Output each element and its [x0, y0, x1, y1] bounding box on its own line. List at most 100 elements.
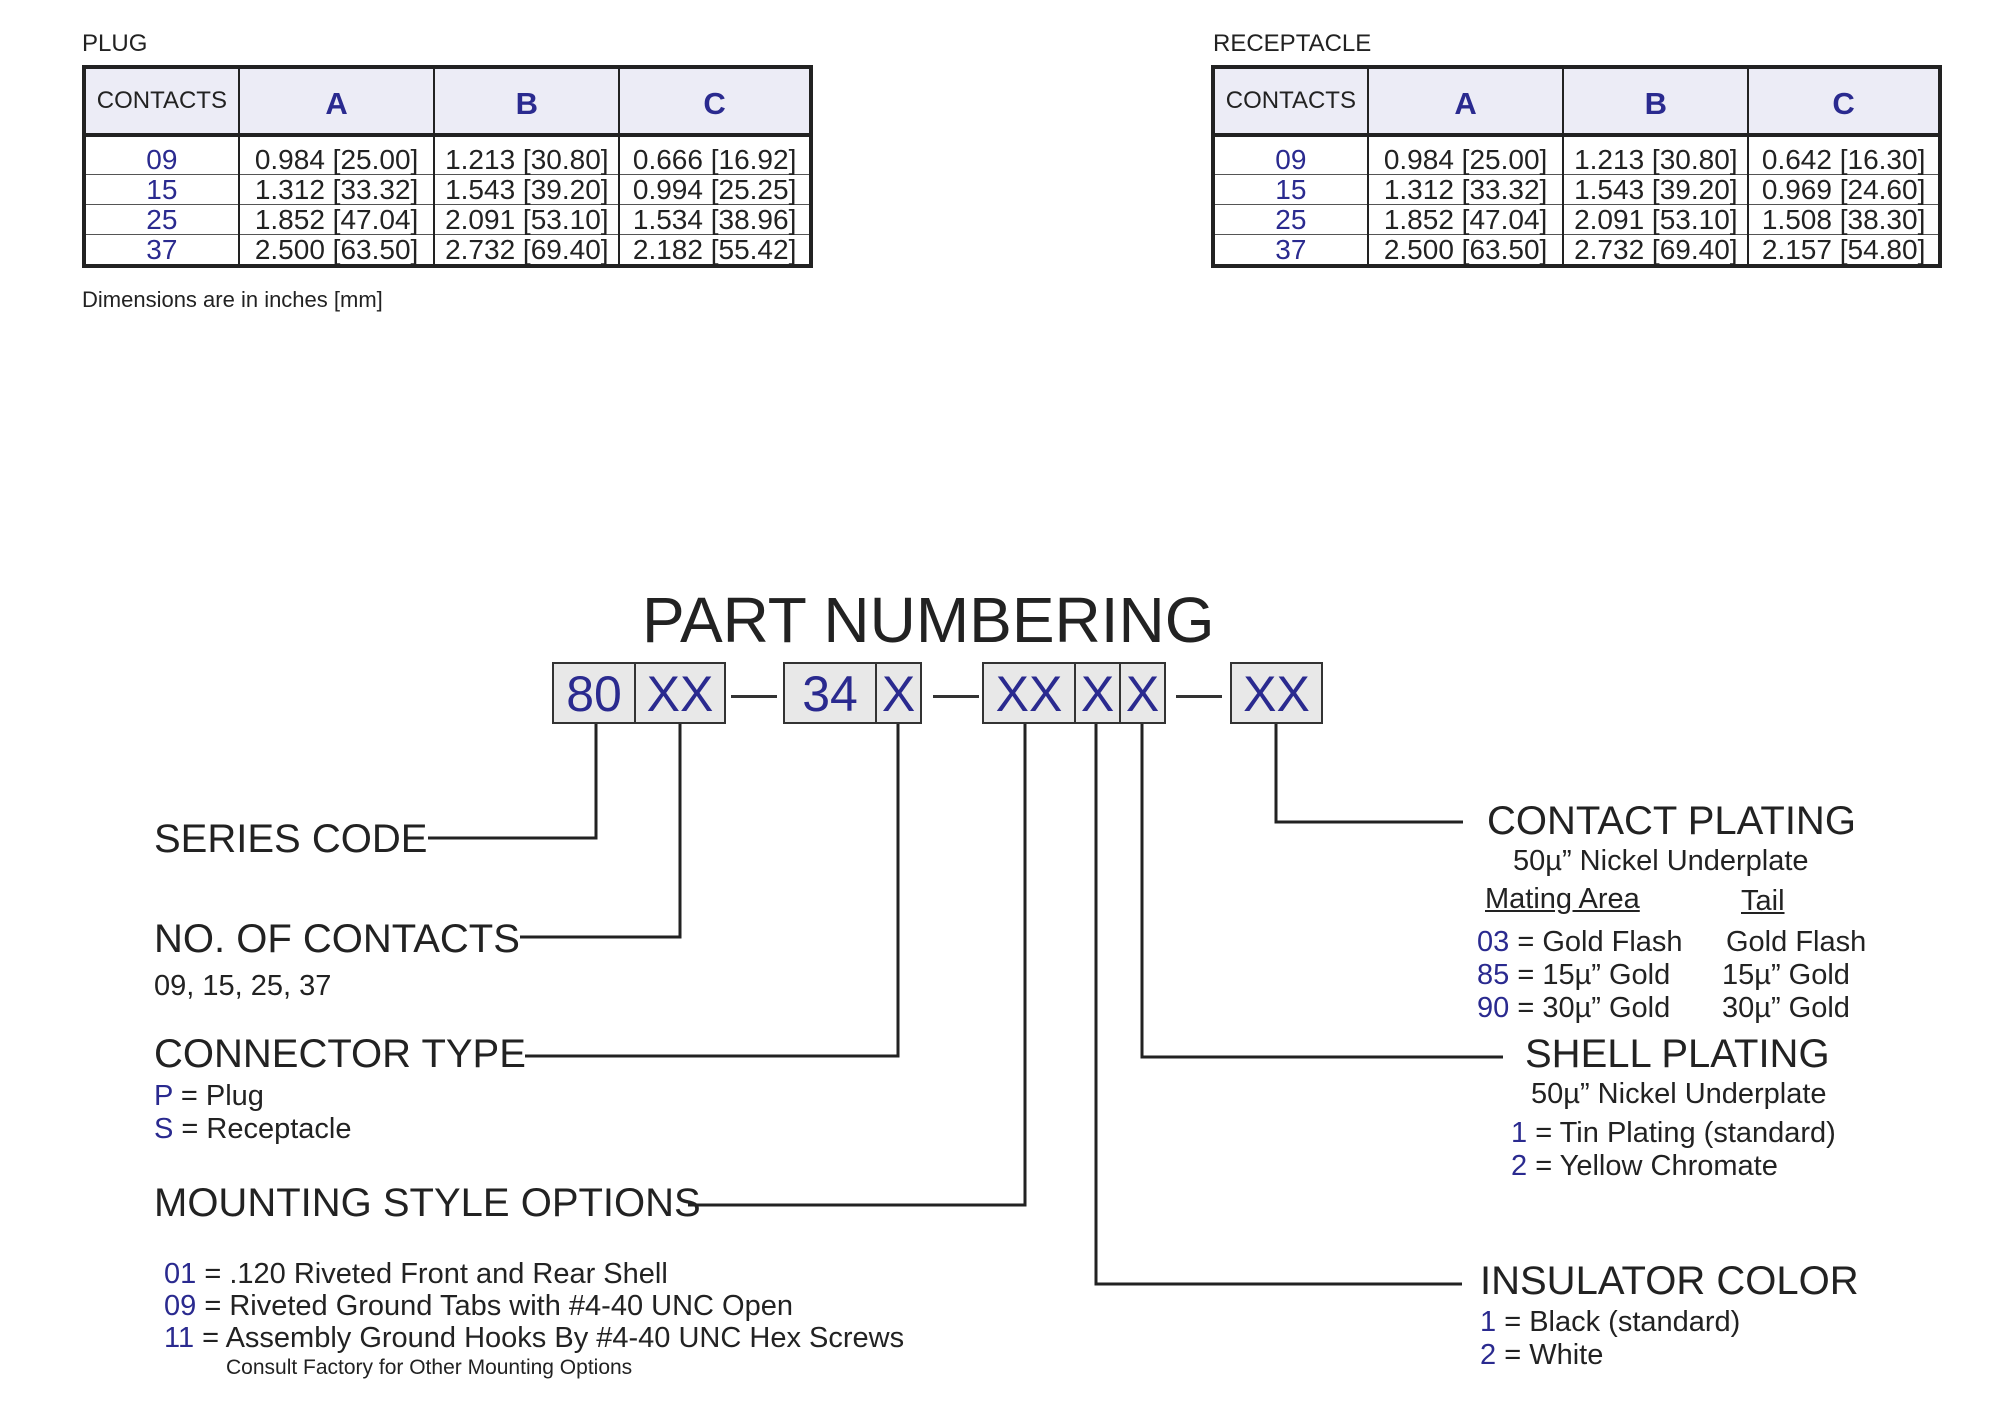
option-mating: = Gold Flash	[1517, 926, 1683, 958]
pn-dash	[731, 695, 777, 698]
leader-insulator-color	[1094, 724, 1462, 1286]
table-row: 09 0.984 [25.00] 1.213 [30.80] 0.666 [16…	[84, 135, 811, 175]
pn-box-contacts: XX	[634, 662, 726, 724]
mounting-style-option: 09 = Riveted Ground Tabs with #4-40 UNC …	[164, 1290, 793, 1323]
cell-a: 0.984 [25.00]	[1366, 135, 1564, 175]
cell-c: 2.182 [55.42]	[618, 234, 811, 266]
option-code: P	[154, 1080, 173, 1112]
table-row: 25 1.852 [47.04] 2.091 [53.10] 1.534 [38…	[84, 204, 811, 235]
shell-plating-option: 1 = Tin Plating (standard)	[1511, 1117, 1836, 1150]
option-code: 85	[1477, 959, 1510, 991]
cell-c: 2.157 [54.80]	[1747, 234, 1940, 266]
no-of-contacts-label: NO. OF CONTACTS	[154, 917, 520, 961]
cell-c: 1.534 [38.96]	[618, 204, 811, 235]
insulator-color-option: 1 = Black (standard)	[1480, 1306, 1740, 1339]
option-text: = Receptacle	[181, 1113, 352, 1145]
cell-c: 1.508 [38.30]	[1747, 204, 1940, 235]
table-row: 15 1.312 [33.32] 1.543 [39.20] 0.994 [25…	[84, 174, 811, 205]
table-row: 37 2.500 [63.50] 2.732 [69.40] 2.182 [55…	[84, 234, 811, 266]
header-c: C	[618, 67, 811, 137]
option-mating: = 30µ” Gold	[1517, 992, 1671, 1024]
pn-box-shell-plating: X	[1119, 662, 1166, 724]
table-row: 25 1.852 [47.04] 2.091 [53.10] 1.508 [38…	[1213, 204, 1940, 235]
table-row: 09 0.984 [25.00] 1.213 [30.80] 0.642 [16…	[1213, 135, 1940, 175]
leader-shell-plating	[1140, 724, 1503, 1059]
cell-contacts: 25	[84, 204, 239, 235]
leader-connector-type	[525, 724, 900, 1058]
cell-a: 1.312 [33.32]	[237, 174, 435, 205]
series-code-label: SERIES CODE	[154, 817, 428, 861]
cell-c: 0.642 [16.30]	[1747, 135, 1940, 175]
connector-type-label: CONNECTOR TYPE	[154, 1032, 526, 1076]
cell-c: 0.666 [16.92]	[618, 135, 811, 175]
option-text: = Yellow Chromate	[1535, 1150, 1778, 1182]
cell-b: 1.213 [30.80]	[433, 135, 620, 175]
option-code: 2	[1511, 1150, 1528, 1182]
part-numbering-title: PART NUMBERING	[642, 584, 1215, 656]
shell-plating-option: 2 = Yellow Chromate	[1511, 1150, 1778, 1183]
leader-series-code	[428, 724, 598, 840]
header-c: C	[1747, 67, 1940, 137]
contact-plating-label: CONTACT PLATING	[1487, 799, 1856, 843]
cell-a: 1.852 [47.04]	[237, 204, 435, 235]
leader-no-of-contacts	[520, 724, 682, 939]
cell-a: 0.984 [25.00]	[237, 135, 435, 175]
option-code: 2	[1480, 1339, 1497, 1371]
option-tail: Gold Flash	[1726, 926, 1867, 958]
option-mating: = 15µ” Gold	[1517, 959, 1671, 991]
option-text: = Riveted Ground Tabs with #4-40 UNC Ope…	[204, 1290, 793, 1322]
cell-contacts: 25	[1213, 204, 1368, 235]
option-text: = Plug	[180, 1080, 264, 1112]
option-code: 1	[1480, 1306, 1497, 1338]
option-code: S	[154, 1113, 174, 1145]
mounting-style-option: 11 = Assembly Ground Hooks By #4-40 UNC …	[164, 1322, 904, 1355]
pn-box-34: 34	[783, 662, 877, 724]
pn-dash	[1176, 695, 1222, 698]
cell-c: 0.994 [25.25]	[618, 174, 811, 205]
cell-a: 2.500 [63.50]	[237, 234, 435, 266]
mounting-style-note: Consult Factory for Other Mounting Optio…	[226, 1356, 633, 1379]
cell-c: 0.969 [24.60]	[1747, 174, 1940, 205]
receptacle-table-caption: RECEPTACLE	[1213, 30, 1372, 57]
pn-box-contact-plating: XX	[1230, 662, 1323, 724]
option-text: = .120 Riveted Front and Rear Shell	[204, 1258, 668, 1290]
cell-contacts: 09	[146, 144, 178, 175]
receptacle-dimension-table: CONTACTS A B C 09 0.984 [25.00] 1.213 [3…	[1211, 65, 1942, 268]
cell-a: 1.312 [33.32]	[1366, 174, 1564, 205]
option-code: 90	[1477, 992, 1510, 1024]
mounting-style-option: 01 = .120 Riveted Front and Rear Shell	[164, 1258, 668, 1291]
header-a: A	[1366, 67, 1564, 137]
option-code: 03	[1477, 926, 1510, 958]
contact-plating-underplate: 50µ” Nickel Underplate	[1513, 845, 1809, 877]
cell-a: 2.500 [63.50]	[1366, 234, 1564, 266]
leader-contact-plating	[1274, 724, 1463, 824]
connector-type-option: P = Plug	[154, 1080, 264, 1113]
connector-type-option: S = Receptacle	[154, 1113, 351, 1146]
insulator-color-label: INSULATOR COLOR	[1480, 1259, 1859, 1303]
table-row: 15 1.312 [33.32] 1.543 [39.20] 0.969 [24…	[1213, 174, 1940, 205]
contact-plating-col-tail: Tail	[1741, 885, 1785, 917]
cell-b: 2.732 [69.40]	[433, 234, 620, 266]
cell-b: 1.543 [39.20]	[433, 174, 620, 205]
option-text: = Assembly Ground Hooks By #4-40 UNC Hex…	[202, 1322, 905, 1354]
option-text: = Black (standard)	[1504, 1306, 1741, 1338]
header-a: A	[237, 67, 435, 137]
table-header-row: CONTACTS A B C	[1213, 67, 1940, 137]
contact-plating-option: 85 = 15µ” Gold	[1477, 959, 1670, 992]
cell-contacts: 37	[1213, 234, 1368, 266]
table-header-row: CONTACTS A B C	[84, 67, 811, 137]
cell-contacts: 37	[84, 234, 239, 266]
option-tail: 15µ” Gold	[1722, 959, 1850, 991]
shell-plating-underplate: 50µ” Nickel Underplate	[1531, 1078, 1827, 1110]
cell-contacts: 15	[84, 174, 239, 205]
contact-plating-option: 03 = Gold Flash	[1477, 926, 1683, 959]
pn-box-connector-type: X	[875, 662, 922, 724]
no-of-contacts-values: 09, 15, 25, 37	[154, 970, 332, 1002]
contact-plating-option: 90 = 30µ” Gold	[1477, 992, 1670, 1025]
option-code: 01	[164, 1258, 197, 1290]
header-contacts: CONTACTS	[1213, 67, 1368, 137]
header-b: B	[433, 67, 620, 137]
header-b: B	[1562, 67, 1749, 137]
leader-mounting-style	[688, 724, 1027, 1207]
